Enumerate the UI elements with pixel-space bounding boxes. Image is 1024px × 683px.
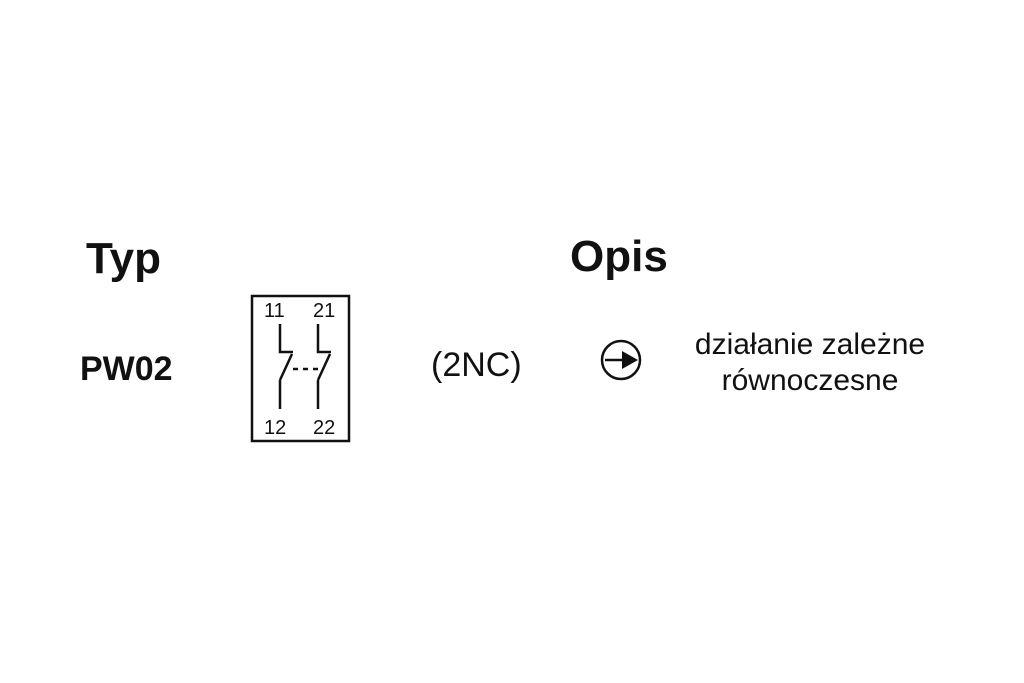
terminal-12: 12 (264, 417, 286, 439)
type-header: Typ (86, 234, 161, 283)
description-line-2: równoczesne (721, 364, 899, 397)
terminal-11: 11 (264, 300, 285, 322)
contact-config: (2NC) (431, 346, 522, 384)
circle-arrow-right-icon (600, 339, 642, 381)
nc-contact-1 (278, 324, 294, 409)
type-code: PW02 (80, 350, 173, 388)
description-line-1: działanie zależne (694, 328, 926, 361)
terminal-21: 21 (313, 300, 335, 322)
terminal-22: 22 (313, 417, 335, 439)
nc-contact-2 (316, 324, 332, 409)
description-header: Opis (570, 232, 668, 281)
symbol-frame (250, 294, 351, 443)
description: działanie zależne równoczesne (660, 327, 960, 399)
